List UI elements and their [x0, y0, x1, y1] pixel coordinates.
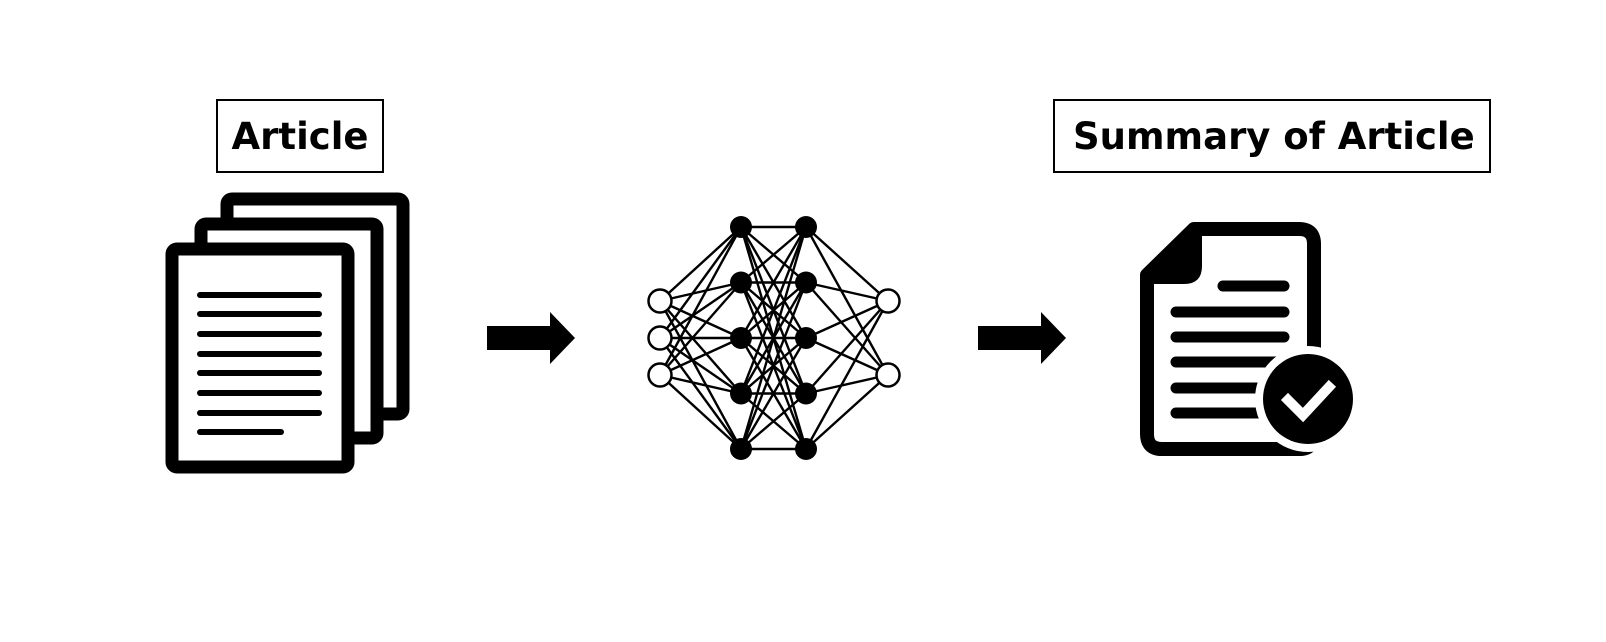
hidden-layer-node [730, 327, 752, 349]
approved-document-icon [1140, 222, 1361, 456]
network-edge [805, 336, 889, 377]
network-edge [658, 226, 743, 376]
network-edge [805, 373, 889, 395]
network-nodes [647, 216, 901, 460]
document-text-lines [197, 292, 322, 435]
hidden-layer-node [730, 216, 752, 238]
network-edge [659, 299, 742, 340]
stacked-documents-icon [165, 192, 410, 474]
network-edge [805, 300, 889, 395]
network-edge [739, 337, 808, 450]
hidden-layer-node [795, 216, 817, 238]
summary-label-text: Summary of Article [1073, 114, 1475, 158]
network-edge [659, 373, 742, 395]
neural-network-icon [647, 216, 901, 460]
network-edge [659, 281, 742, 339]
right-arrow-icon [978, 312, 1066, 364]
input-layer-node [647, 362, 673, 388]
network-edge [804, 226, 890, 376]
check-icon [1280, 379, 1337, 423]
network-edge [659, 300, 742, 395]
network-edge [805, 374, 889, 450]
hidden-layer-node [795, 438, 817, 460]
output-layer-node [875, 362, 901, 388]
network-edge [739, 226, 808, 339]
summary-label: Summary of Article [1053, 99, 1491, 173]
network-edge [659, 226, 742, 302]
network-edge [659, 374, 742, 450]
output-layer-node [875, 288, 901, 314]
network-edge [739, 226, 808, 450]
arrow-input-to-network [487, 312, 575, 364]
hidden-layer-node [730, 382, 752, 405]
input-layer-node [647, 325, 673, 351]
hidden-layer-node [730, 271, 752, 294]
network-edge [659, 337, 742, 395]
hidden-layer-node [795, 382, 817, 405]
article-label-text: Article [231, 114, 369, 158]
network-edge [659, 281, 742, 376]
network-edge [805, 281, 889, 303]
input-layer-node [647, 288, 673, 314]
network-edge [740, 392, 807, 450]
network-edge [805, 226, 889, 302]
network-edge [805, 299, 889, 340]
arrow-network-to-summary [978, 312, 1066, 364]
hidden-layer-node [795, 327, 817, 349]
summary-text-lines [1170, 280, 1290, 419]
network-edge [658, 300, 743, 450]
network-edge [739, 226, 808, 394]
check-badge [1263, 354, 1353, 444]
network-edge [659, 337, 742, 450]
hidden-layer-node [730, 438, 752, 460]
network-edge [739, 282, 808, 450]
network-edge [805, 281, 889, 376]
network-connections [658, 225, 890, 451]
network-edge [804, 300, 890, 450]
network-edge [740, 226, 807, 284]
network-edge [659, 281, 742, 303]
article-label: Article [216, 99, 384, 173]
network-edge [659, 336, 742, 377]
right-arrow-icon [487, 312, 575, 364]
document-folded-corner [1147, 229, 1202, 284]
hidden-layer-node [795, 271, 817, 294]
network-edge [659, 226, 742, 339]
